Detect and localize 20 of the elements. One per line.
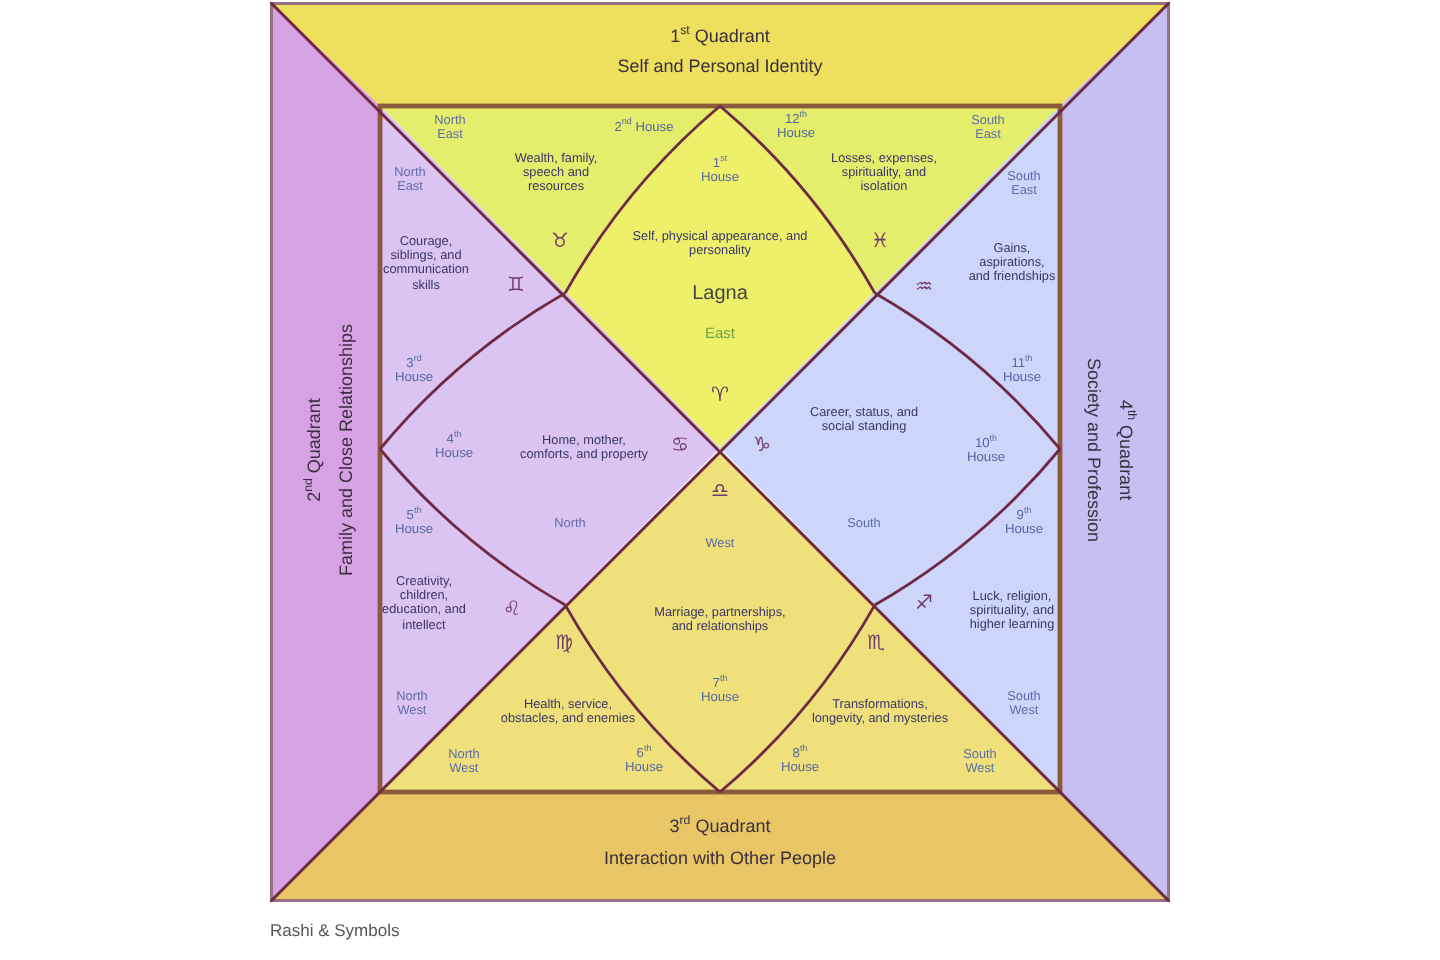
zodiac-sign: ♏ <box>867 632 885 656</box>
quadrant-title: Interaction with Other People <box>603 847 837 869</box>
quadrant-title: 3$^{rd}$ Quadrant <box>669 815 771 837</box>
quadrant-title: 1$^{st}$ Quadrant <box>670 25 770 47</box>
zodiac-sign: ♓ <box>871 230 889 254</box>
house-name: Lagna <box>692 282 748 306</box>
zodiac-sign: ♑ <box>753 434 771 458</box>
caption: Rashi & Symbols <box>270 920 400 940</box>
zodiac-sign: ♊ <box>507 274 525 298</box>
zodiac-sign: ♎ <box>711 480 729 504</box>
zodiac-sign: ♍ <box>555 632 573 656</box>
zodiac-sign: ♋ <box>671 434 689 458</box>
quadrant-title: Self and Personal Identity <box>617 55 823 77</box>
zodiac-sign: ♌ <box>503 598 521 622</box>
quadrant-title: Society and Profession <box>1083 357 1105 543</box>
quadrant-title: Family and Close Relationships <box>335 323 357 577</box>
zodiac-sign: ♐ <box>915 592 933 616</box>
zodiac-sign: ♒ <box>915 276 933 300</box>
zodiac-sign: ♉ <box>551 230 569 254</box>
zodiac-sign: ♈ <box>711 384 729 408</box>
